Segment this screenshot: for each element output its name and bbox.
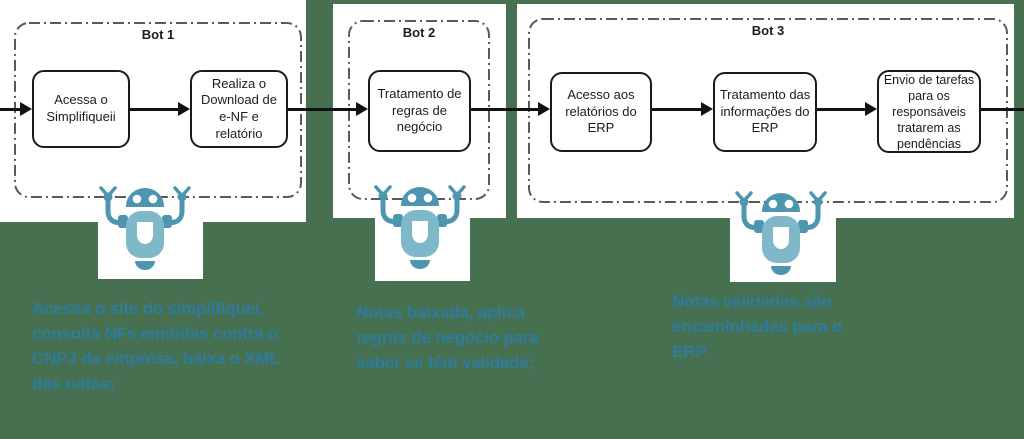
flow-arrowhead-icon bbox=[356, 102, 368, 116]
flow-arrow-line bbox=[471, 108, 539, 111]
flow-arrowhead-icon bbox=[178, 102, 190, 116]
bot2-label: Bot 2 bbox=[402, 25, 436, 40]
step-box-acessa-simplifiquei: Acessa o Simplifiqueii bbox=[32, 70, 130, 148]
step-text: Realiza o Download de e-NF e relatório bbox=[201, 75, 277, 141]
step-box-tratamento-informacoes: Tratamento das informações do ERP bbox=[713, 72, 817, 152]
step-text: Tratamento de regras de negócio bbox=[377, 86, 462, 135]
flow-arrow-line bbox=[652, 108, 702, 111]
step-box-envio-tarefas: Envio de tarefas para os responsáveis tr… bbox=[877, 70, 981, 153]
step-box-regras-negocio: Tratamento de regras de negócio bbox=[368, 70, 471, 152]
bot1-note: Acessa o site do simplifiquei, consulta … bbox=[32, 299, 280, 393]
step-text: Acesso aos relatórios do ERP bbox=[565, 87, 637, 136]
flow-arrowhead-icon bbox=[538, 102, 550, 116]
flow-arrow-line bbox=[288, 108, 357, 111]
flow-arrow-line bbox=[981, 108, 1024, 111]
robot-icon bbox=[99, 186, 191, 270]
robot-icon bbox=[374, 185, 466, 269]
flow-arrow-line bbox=[130, 108, 179, 111]
step-text: Tratamento das informações do ERP bbox=[719, 87, 811, 136]
bot3-note: Notas validadas são encaminhadas para o … bbox=[672, 292, 843, 361]
flow-arrowhead-icon bbox=[701, 102, 713, 116]
flow-arrowhead-icon bbox=[20, 102, 32, 116]
step-box-acesso-relatorios: Acesso aos relatórios do ERP bbox=[550, 72, 652, 152]
robot-icon bbox=[735, 191, 827, 275]
bot2-note: Notas baixada, aplica regras de negócio … bbox=[356, 303, 539, 372]
flow-arrow-line bbox=[817, 108, 866, 111]
step-text: Envio de tarefas para os responsáveis tr… bbox=[883, 72, 975, 151]
bot1-label: Bot 1 bbox=[141, 27, 175, 42]
flow-arrow-line bbox=[0, 108, 21, 111]
flow-arrowhead-icon bbox=[865, 102, 877, 116]
step-text: Acessa o Simplifiqueii bbox=[46, 92, 116, 124]
step-box-download-enf: Realiza o Download de e-NF e relatório bbox=[190, 70, 288, 148]
bot3-label: Bot 3 bbox=[751, 23, 785, 38]
